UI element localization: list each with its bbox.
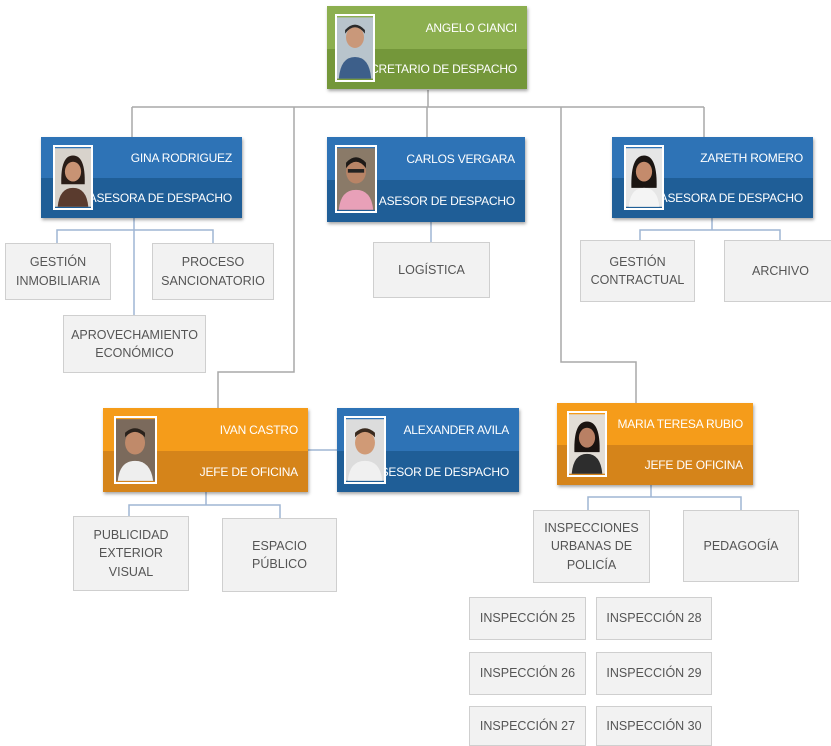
node-role: ASESORA DE DESPACHO: [41, 178, 242, 218]
person-photo-icon: [114, 416, 157, 484]
unit-logistica: LOGÍSTICA: [373, 242, 490, 298]
unit-proceso-sancionatorio: PROCESO SANCIONATORIO: [152, 243, 274, 300]
unit-inspeccion-29: INSPECCIÓN 29: [596, 652, 712, 695]
node-ivan: IVAN CASTRO JEFE DE OFICINA: [103, 408, 308, 492]
person-photo-icon: [335, 145, 377, 213]
unit-archivo: ARCHIVO: [724, 240, 831, 302]
node-alexander: ALEXANDER AVILA ASESOR DE DESPACHO: [337, 408, 519, 492]
node-carlos: CARLOS VERGARA ASESOR DE DESPACHO: [327, 137, 525, 222]
person-photo-icon: [624, 145, 664, 210]
node-maria: MARIA TERESA RUBIO JEFE DE OFICINA: [557, 403, 753, 485]
unit-aprovechamiento-economico: APROVECHAMIENTO ECONÓMICO: [63, 315, 206, 373]
unit-espacio-publico: ESPACIO PÚBLICO: [222, 518, 337, 592]
person-photo-icon: [53, 145, 93, 210]
unit-inspeccion-25: INSPECCIÓN 25: [469, 597, 586, 640]
unit-inspeccion-28: INSPECCIÓN 28: [596, 597, 712, 640]
unit-inspeccion-26: INSPECCIÓN 26: [469, 652, 586, 695]
node-role: ASESORA DE DESPACHO: [612, 178, 813, 218]
unit-pedagogia: PEDAGOGÍA: [683, 510, 799, 582]
person-photo-icon: [344, 416, 386, 484]
node-gina: GINA RODRIGUEZ ASESORA DE DESPACHO: [41, 137, 242, 218]
node-zareth: ZARETH ROMERO ASESORA DE DESPACHO: [612, 137, 813, 218]
unit-gestion-contractual: GESTIÓN CONTRACTUAL: [580, 240, 695, 302]
node-secretario: ANGELO CIANCI SECRETARIO DE DESPACHO: [327, 6, 527, 89]
person-photo-icon: [567, 411, 607, 477]
unit-inspeccion-30: INSPECCIÓN 30: [596, 706, 712, 746]
unit-publicidad-exterior-visual: PUBLICIDAD EXTERIOR VISUAL: [73, 516, 189, 591]
unit-inspecciones-urbanas: INSPECCIONES URBANAS DE POLICÍA: [533, 510, 650, 583]
unit-gestion-inmobiliaria: GESTIÓN INMOBILIARIA: [5, 243, 111, 300]
person-photo-icon: [335, 14, 375, 82]
unit-inspeccion-27: INSPECCIÓN 27: [469, 706, 586, 746]
